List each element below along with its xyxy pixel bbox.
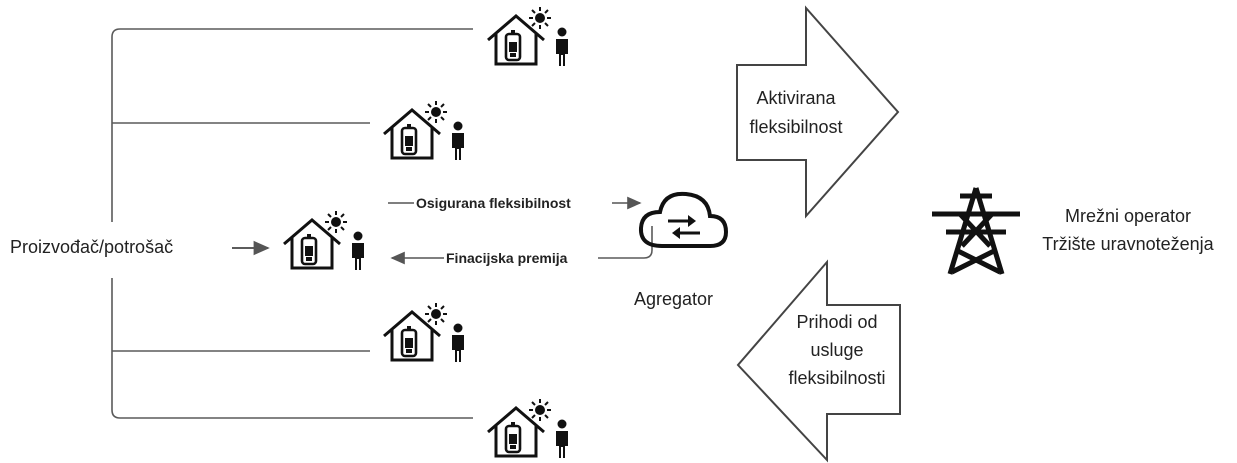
prosumer-label: Proizvođač/potrošač <box>10 237 173 257</box>
flow-return-line <box>598 226 653 259</box>
activated-flexibility-line-1: Aktivirana <box>756 88 836 108</box>
house-icon-main <box>282 209 366 272</box>
service-revenue-line-3: fleksibilnosti <box>788 368 885 388</box>
flow-to-prosumer-label: Finacijska premija <box>446 250 568 266</box>
activated-flexibility-line-2: fleksibilnost <box>749 117 842 137</box>
transmission-tower-icon <box>932 187 1020 275</box>
aggregator-label: Agregator <box>634 289 713 309</box>
service-revenue-arrow <box>736 259 901 463</box>
service-revenue-line-2: usluge <box>810 340 863 360</box>
service-revenue-line-1: Prihodi od <box>796 312 877 332</box>
flow-to-aggregator-label: Osigurana fleksibilnost <box>416 195 571 211</box>
house-icon-2 <box>382 99 466 162</box>
activated-flexibility-arrow <box>736 5 900 219</box>
house-icon-5 <box>486 397 570 460</box>
operator-line-1: Mrežni operator <box>1065 206 1191 226</box>
house-icon-1 <box>486 5 570 68</box>
house-icon-4 <box>382 301 466 364</box>
connector-lines <box>111 28 473 419</box>
operator-line-2: Tržište uravnoteženja <box>1042 234 1214 254</box>
cloud-sync-icon <box>638 191 729 248</box>
